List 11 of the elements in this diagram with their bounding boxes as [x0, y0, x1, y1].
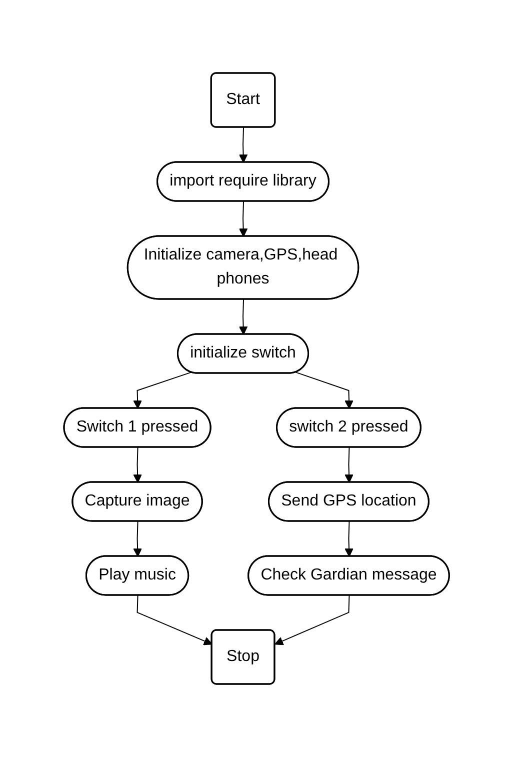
arrow [239, 127, 248, 163]
arrow [134, 447, 142, 483]
arrow [275, 595, 350, 646]
arrow [296, 372, 354, 409]
arrow [345, 447, 354, 483]
arrow [134, 372, 192, 409]
arrow [239, 299, 248, 335]
arrow [345, 521, 354, 557]
arrow [137, 595, 213, 646]
arrow [239, 201, 248, 237]
arrow [134, 521, 142, 557]
